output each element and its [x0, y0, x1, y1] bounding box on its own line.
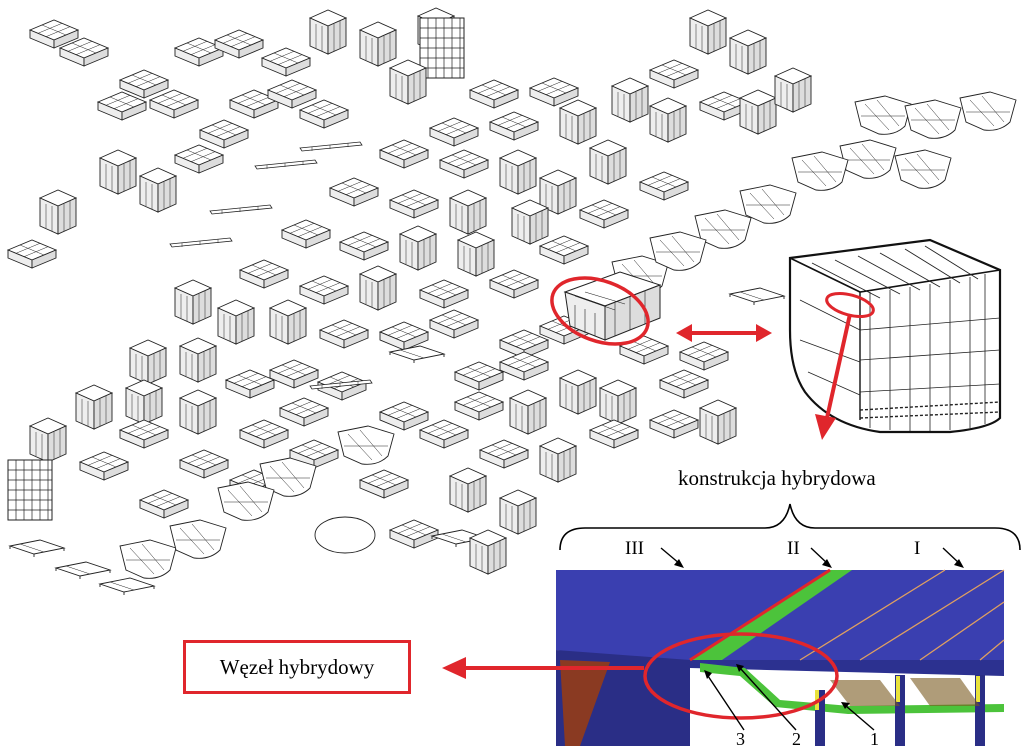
detail-leaders	[704, 664, 875, 731]
hybrid-node-label: Węzeł hybrydowy	[219, 654, 375, 679]
enlarged-hull-block	[788, 238, 1002, 434]
section-label-iii: III	[625, 538, 644, 559]
section-label-i: I	[914, 538, 921, 559]
curly-brace	[559, 503, 1021, 551]
block-highlight-ellipse	[550, 276, 650, 346]
detail-number-1: 1	[870, 729, 879, 749]
down-arrow	[815, 313, 852, 440]
detail-number-2: 2	[792, 729, 801, 749]
hybrid-node-label-box: Węzeł hybrydowy	[183, 640, 411, 694]
hybrid-node-ellipse	[643, 632, 839, 720]
left-arrow	[442, 657, 644, 679]
hybrid-construction-caption: konstrukcja hybrydowa	[678, 466, 876, 490]
section-arrows	[660, 547, 964, 568]
node-highlight-ellipse	[825, 292, 875, 318]
hybrid-section-render	[556, 568, 1005, 746]
exploded-blocks-view	[7, 7, 1017, 596]
section-label-ii: II	[787, 538, 800, 559]
highlighted-block	[563, 271, 662, 341]
double-arrow	[676, 324, 772, 342]
detail-number-3: 3	[736, 729, 745, 749]
